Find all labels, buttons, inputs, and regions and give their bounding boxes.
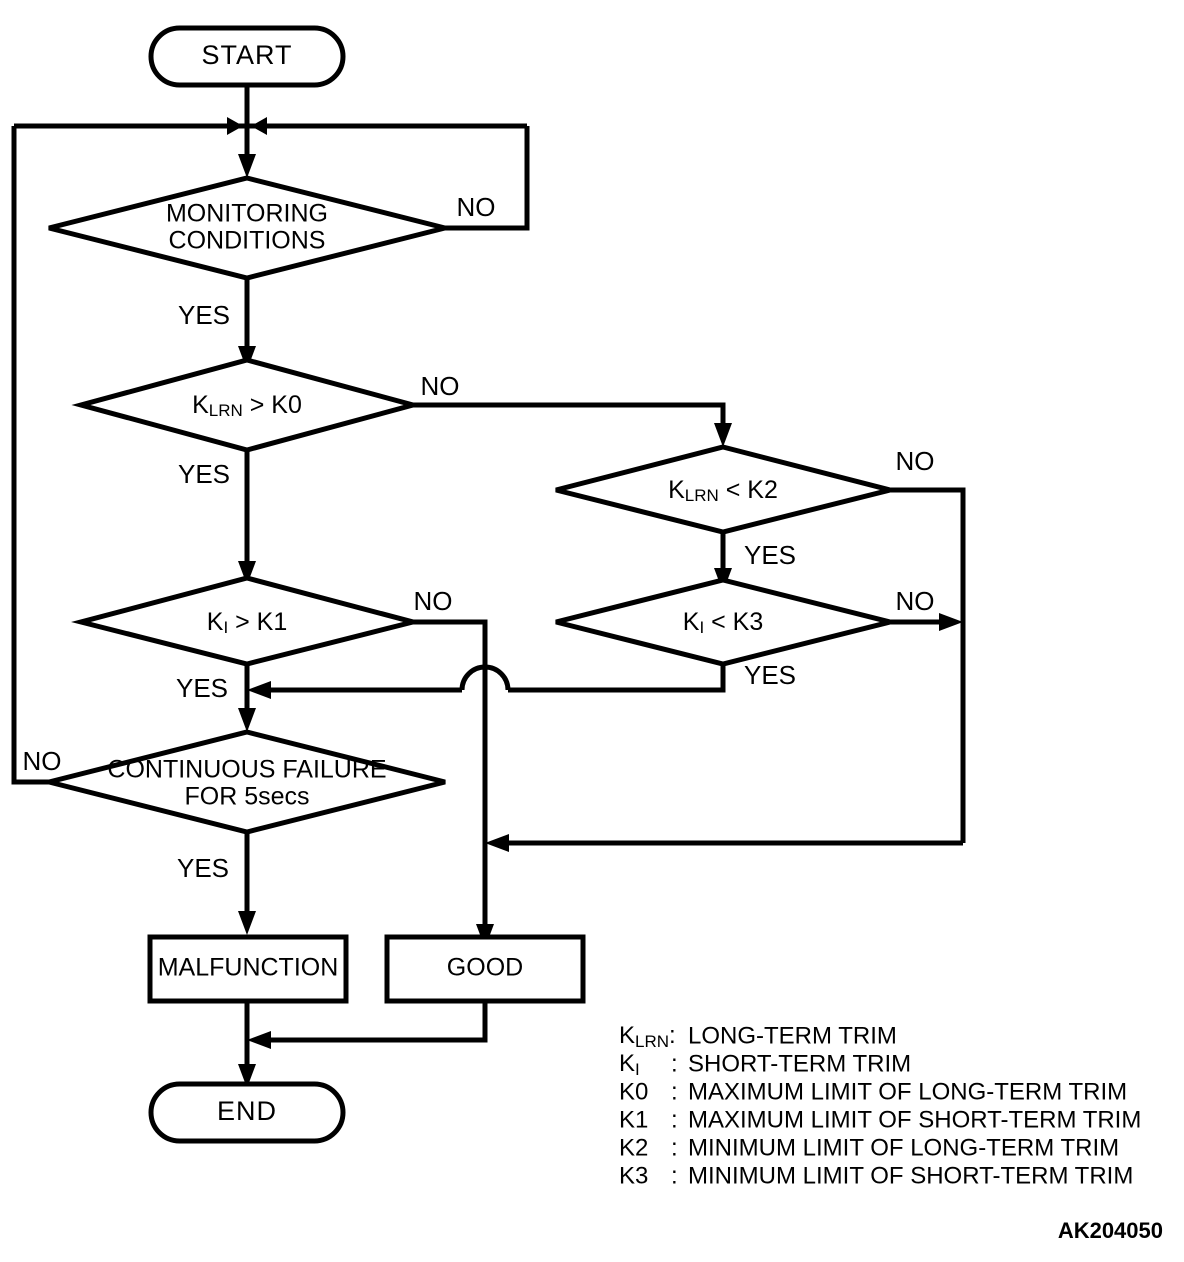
node-good[interactable] xyxy=(384,934,586,1004)
edge-label-klrn-gt-k0-no: NO xyxy=(421,371,460,401)
edge-label-continuous-failure-yes: YES xyxy=(177,853,229,883)
edge-klrn-gt-k0-no xyxy=(413,402,726,432)
arrowhead-into-monitoring xyxy=(238,154,256,178)
node-continuous-failure[interactable] xyxy=(48,729,446,835)
klrn-gt-k0-base: K xyxy=(192,391,209,419)
node-ki-gt-k1-label: KI > K1 xyxy=(207,608,288,638)
legend-key-5: K3 xyxy=(619,1162,648,1189)
legend-desc-5: MINIMUM LIMIT OF SHORT-TERM TRIM xyxy=(688,1162,1133,1189)
arrowhead-into-klrn-lt-k2 xyxy=(714,423,732,447)
legend-key-1: KI xyxy=(619,1050,640,1079)
edge-monitoring-no xyxy=(445,126,530,231)
node-end-label: END xyxy=(217,1096,277,1126)
ki-lt-k3-rest: < K3 xyxy=(704,608,763,636)
node-klrn-lt-k2[interactable] xyxy=(555,444,891,535)
node-ki-lt-k3-label: KI < K3 xyxy=(683,608,764,638)
edge-label-klrn-lt-k2-no: NO xyxy=(896,446,935,476)
legend-desc-3: MAXIMUM LIMIT OF SHORT-TERM TRIM xyxy=(688,1106,1141,1133)
edge-good-to-end-line xyxy=(262,1003,488,1043)
figure-id: AK204050 xyxy=(1058,1218,1163,1243)
ki-lt-k3-sub: I xyxy=(699,618,704,637)
legend-desc-4: MINIMUM LIMIT OF LONG-TERM TRIM xyxy=(688,1134,1119,1161)
arrowhead-into-end xyxy=(238,1064,256,1088)
legend-sep-3: : xyxy=(671,1106,678,1133)
legend-desc-1: SHORT-TERM TRIM xyxy=(688,1050,911,1077)
arrowhead-right-rail-into-good-line xyxy=(485,834,509,852)
legend-key-0-sub: LRN xyxy=(635,1032,669,1051)
legend-desc-0: LONG-TERM TRIM xyxy=(688,1022,897,1049)
node-malfunction[interactable] xyxy=(147,934,349,1004)
klrn-lt-k2-base: K xyxy=(668,476,685,504)
legend-key-2: K0 xyxy=(619,1078,648,1105)
ki-gt-k1-rest: > K1 xyxy=(228,608,287,636)
klrn-gt-k0-rest: > K0 xyxy=(243,391,302,419)
node-klrn-gt-k0-label: KLRN > K0 xyxy=(192,391,302,421)
legend-desc-2: MAXIMUM LIMIT OF LONG-TERM TRIM xyxy=(688,1078,1127,1105)
node-start-label: START xyxy=(201,40,292,70)
arrowhead-left-loop-into-junction xyxy=(227,117,243,135)
node-continuous-failure-line2: FOR 5secs xyxy=(184,783,309,811)
edge-ki-lt-k3-yes-right-seg xyxy=(508,664,726,693)
node-klrn-gt-k0[interactable] xyxy=(71,357,423,453)
node-continuous-failure-line1: CONTINUOUS FAILURE xyxy=(107,756,386,784)
edge-label-ki-lt-k3-yes: YES xyxy=(744,660,796,690)
arrowhead-into-continuous-failure xyxy=(238,708,256,732)
legend-sep-2: : xyxy=(671,1078,678,1105)
legend-sep-5: : xyxy=(671,1162,678,1189)
legend-sep-4: : xyxy=(671,1134,678,1161)
edge-label-klrn-lt-k2-yes: YES xyxy=(744,540,796,570)
edge-continuous-failure-no xyxy=(11,126,49,785)
node-malfunction-label: MALFUNCTION xyxy=(158,954,339,982)
klrn-lt-k2-sub: LRN xyxy=(685,486,719,505)
node-monitoring-line2: CONDITIONS xyxy=(169,227,326,255)
ki-gt-k1-base: K xyxy=(207,608,224,636)
legend-key-1-base: K xyxy=(619,1050,635,1077)
legend-key-0-base: K xyxy=(619,1022,635,1049)
legend-key-0: KLRN: xyxy=(619,1022,676,1051)
ki-lt-k3-base: K xyxy=(683,608,700,636)
ki-gt-k1-sub: I xyxy=(223,618,228,637)
node-monitoring-conditions[interactable] xyxy=(48,175,446,281)
klrn-lt-k2-rest: < K2 xyxy=(719,476,778,504)
edge-label-monitoring-no: NO xyxy=(457,192,496,222)
node-ki-lt-k3[interactable] xyxy=(555,577,891,667)
edge-label-ki-gt-k1-no: NO xyxy=(414,586,453,616)
edge-label-continuous-failure-no: NO xyxy=(23,746,62,776)
legend-key-4: K2 xyxy=(619,1134,648,1161)
legend-key-0-sep: : xyxy=(669,1022,676,1049)
edge-label-ki-gt-k1-yes: YES xyxy=(176,673,228,703)
arrowhead-no-loop-into-junction xyxy=(251,117,267,135)
arrowhead-ki-lt-k3-yes-into-main xyxy=(247,681,271,699)
legend-sep-1: : xyxy=(671,1050,678,1077)
legend-key-1-sub: I xyxy=(635,1060,640,1079)
arrowhead-into-malfunction xyxy=(238,911,256,935)
edge-klrn-lt-k2-no xyxy=(890,487,966,843)
legend: KLRN: LONG-TERM TRIM KI : SHORT-TERM TRI… xyxy=(619,1022,1141,1189)
klrn-gt-k0-sub: LRN xyxy=(209,401,243,420)
edge-label-monitoring-yes: YES xyxy=(178,300,230,330)
node-end[interactable] xyxy=(148,1081,346,1144)
edge-label-ki-lt-k3-no: NO xyxy=(896,586,935,616)
node-monitoring-line1: MONITORING xyxy=(166,200,328,228)
node-klrn-lt-k2-label: KLRN < K2 xyxy=(668,476,778,506)
arrowhead-into-ki-gt-k1 xyxy=(238,561,256,585)
edge-ki-gt-k1-no-to-good xyxy=(413,619,488,935)
legend-key-3: K1 xyxy=(619,1106,648,1133)
node-start[interactable] xyxy=(148,25,346,88)
node-ki-gt-k1[interactable] xyxy=(71,575,423,667)
node-good-label: GOOD xyxy=(447,954,523,982)
arrowhead-ki-lt-k3-no-into-rail xyxy=(939,613,963,631)
edge-label-klrn-gt-k0-yes: YES xyxy=(178,459,230,489)
arrowhead-good-into-end-line xyxy=(247,1031,271,1049)
